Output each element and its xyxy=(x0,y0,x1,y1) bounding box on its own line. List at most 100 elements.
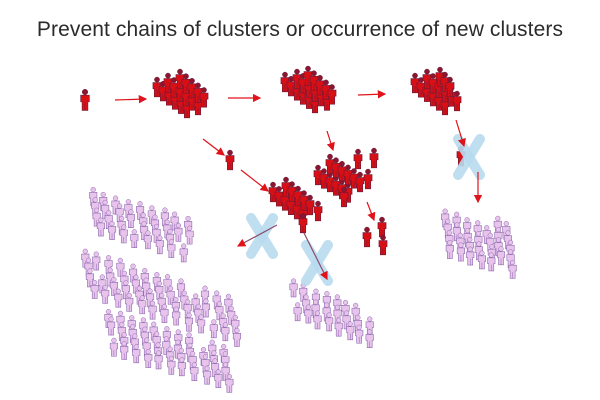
transmission-arrows-layer xyxy=(114,90,483,281)
susceptible-person-icon xyxy=(325,312,334,332)
susceptible-person-icon xyxy=(109,276,118,296)
susceptible-person-icon xyxy=(172,306,181,326)
susceptible-person-icon xyxy=(208,339,217,359)
susceptible-person-icon xyxy=(138,295,147,315)
arrow-blocked-center xyxy=(303,232,328,281)
arrow-secondary-to-cluster2b xyxy=(240,169,269,192)
susceptible-person-icon xyxy=(456,242,465,262)
susceptible-person-icon xyxy=(107,316,116,336)
population-left xyxy=(89,187,194,263)
susceptible-person-icon xyxy=(508,259,517,279)
susceptible-person-icon xyxy=(85,268,94,288)
pair-case xyxy=(362,216,388,256)
slide-title: Prevent chains of clusters or occurrence… xyxy=(36,18,564,41)
infected-person-icon xyxy=(319,168,329,189)
infected-person-icon xyxy=(225,149,235,171)
susceptible-person-icon xyxy=(132,344,141,364)
susceptible-person-icon xyxy=(177,357,186,377)
susceptible-person-icon xyxy=(201,298,210,318)
susceptible-person-icon xyxy=(293,302,302,322)
susceptible-person-icon xyxy=(496,246,506,266)
infected-person-icon xyxy=(327,84,337,105)
infected-person-icon xyxy=(175,68,185,90)
infected-person-icon xyxy=(353,148,363,170)
arrow-blocked-left xyxy=(236,224,278,247)
susceptible-person-icon xyxy=(125,292,134,312)
index-case xyxy=(80,89,90,111)
susceptible-population-layer xyxy=(81,187,517,393)
susceptible-person-icon xyxy=(148,300,157,320)
susceptible-person-icon xyxy=(167,355,176,375)
infected-clusters-layer xyxy=(80,65,466,256)
cluster-4 xyxy=(313,147,379,208)
infected-person-icon xyxy=(377,216,387,238)
susceptible-person-icon xyxy=(452,222,461,242)
susceptible-person-icon xyxy=(334,317,343,337)
susceptible-person-icon xyxy=(130,229,139,248)
infected-person-icon xyxy=(362,226,372,248)
arrow-cluster2-to-cluster4 xyxy=(326,130,335,152)
susceptible-person-icon xyxy=(92,251,101,271)
infected-person-icon xyxy=(305,194,315,216)
susceptible-person-icon xyxy=(120,340,129,360)
susceptible-person-icon xyxy=(96,217,105,237)
susceptible-person-icon xyxy=(289,278,298,298)
susceptible-person-icon xyxy=(197,314,206,334)
susceptible-person-icon xyxy=(109,337,118,357)
infected-person-icon xyxy=(363,168,373,190)
population-left xyxy=(81,248,242,347)
cluster-2b xyxy=(268,176,323,234)
susceptible-person-icon xyxy=(101,284,110,304)
susceptible-person-icon xyxy=(445,240,454,259)
infected-person-icon xyxy=(313,200,323,222)
susceptible-person-icon xyxy=(221,322,230,342)
susceptible-person-icon xyxy=(232,327,242,347)
susceptible-person-icon xyxy=(203,365,212,385)
infected-person-icon xyxy=(80,89,90,111)
susceptible-person-icon xyxy=(466,246,475,266)
susceptible-person-icon xyxy=(142,277,151,297)
susceptible-person-icon xyxy=(487,252,496,272)
susceptible-person-icon xyxy=(162,336,171,356)
susceptible-person-icon xyxy=(190,362,199,381)
block-left xyxy=(246,213,278,259)
arrow-cluster4-to-pair xyxy=(366,201,376,222)
population-center xyxy=(289,278,374,348)
susceptible-person-icon xyxy=(119,224,128,244)
susceptible-person-icon xyxy=(126,209,135,228)
cluster-1 xyxy=(152,68,209,119)
arrow-cluster1-to-secondary xyxy=(202,138,225,156)
susceptible-person-icon xyxy=(107,221,117,240)
susceptible-person-icon xyxy=(144,349,153,368)
susceptible-person-icon xyxy=(185,225,194,245)
susceptible-person-icon xyxy=(90,279,99,299)
susceptible-person-icon xyxy=(346,321,355,341)
infected-person-icon xyxy=(369,147,379,169)
infected-person-icon xyxy=(452,90,462,112)
infected-person-icon xyxy=(378,234,388,256)
susceptible-person-icon xyxy=(225,373,234,393)
susceptible-person-icon xyxy=(101,199,110,219)
susceptible-person-icon xyxy=(167,239,176,259)
susceptible-person-icon xyxy=(114,288,123,308)
infected-person-icon xyxy=(339,186,349,208)
susceptible-person-icon xyxy=(304,304,313,324)
arrow-cluster3-to-mid xyxy=(455,119,466,148)
population-right xyxy=(441,208,517,279)
susceptible-person-icon xyxy=(441,208,450,228)
susceptible-person-icon xyxy=(155,235,164,255)
susceptible-person-icon xyxy=(143,230,152,250)
population-left xyxy=(104,309,234,393)
secondary-case xyxy=(225,149,235,171)
arrow-cluster2-to-cluster3 xyxy=(357,90,387,99)
cluster-2 xyxy=(280,65,337,114)
susceptible-person-icon xyxy=(174,222,183,242)
infected-person-icon xyxy=(445,76,455,98)
cluster-3 xyxy=(410,66,462,116)
susceptible-person-icon xyxy=(355,324,364,344)
susceptible-person-icon xyxy=(166,285,175,305)
susceptible-person-icon xyxy=(154,350,163,370)
susceptible-person-icon xyxy=(184,312,194,332)
infected-person-icon xyxy=(298,212,308,234)
